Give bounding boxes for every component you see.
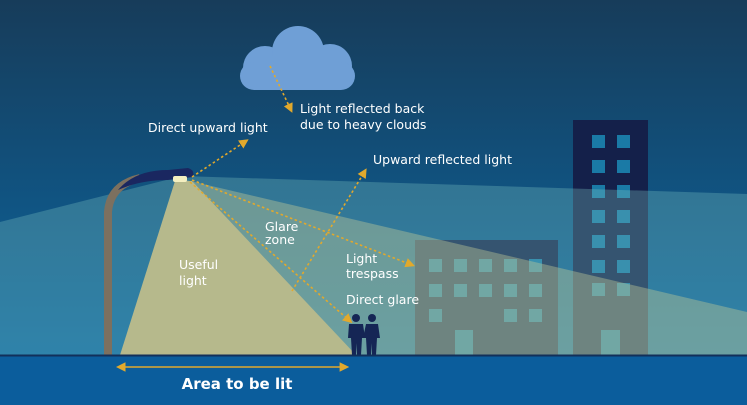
window [592,260,605,273]
direct-glare-arrow [189,181,353,324]
window [617,283,630,296]
window [592,235,605,248]
ground [0,355,747,405]
window [592,160,605,173]
label-trespass: trespass [346,266,399,281]
label-light: light [179,273,207,288]
label-trespass-light: Light [346,251,377,266]
window [504,259,517,272]
window [429,284,442,297]
useful-light-zone [120,181,356,355]
door [455,330,473,355]
direct-upward-arrow [191,139,249,178]
label-area-to-be-lit: Area to be lit [182,375,293,393]
window [504,309,517,322]
street-lamp [104,168,194,355]
upward-reflected-arrow [291,168,367,292]
door [601,330,620,355]
people-icon [348,314,380,355]
label-glare: Glare [265,219,299,234]
tall-building [573,120,648,355]
window [479,284,492,297]
window [617,160,630,173]
label-direct-upward: Direct upward light [148,120,268,135]
window [429,259,442,272]
window [592,210,605,223]
reflected-back-arrow [269,65,293,113]
light-trespass-arrow [191,179,415,268]
window [592,135,605,148]
window [529,259,542,272]
window [617,260,630,273]
window [479,259,492,272]
label-useful: Useful [179,257,218,272]
window [454,284,467,297]
label-direct-glare: Direct glare [346,292,419,307]
window [529,284,542,297]
window [592,283,605,296]
window [504,284,517,297]
cloud-icon [240,26,355,90]
window [617,210,630,223]
window [617,235,630,248]
window [592,185,605,198]
label-reflected-back: Light reflected back [300,101,425,116]
lamp-bulb-icon [173,176,187,182]
window [617,135,630,148]
glare-zone [186,180,747,355]
window [429,309,442,322]
label-upward-reflected: Upward reflected light [373,152,512,167]
label-heavy-clouds: due to heavy clouds [300,117,426,132]
window [617,185,630,198]
window [454,259,467,272]
low-building [415,240,558,355]
window [529,309,542,322]
label-zone: zone [265,232,295,247]
